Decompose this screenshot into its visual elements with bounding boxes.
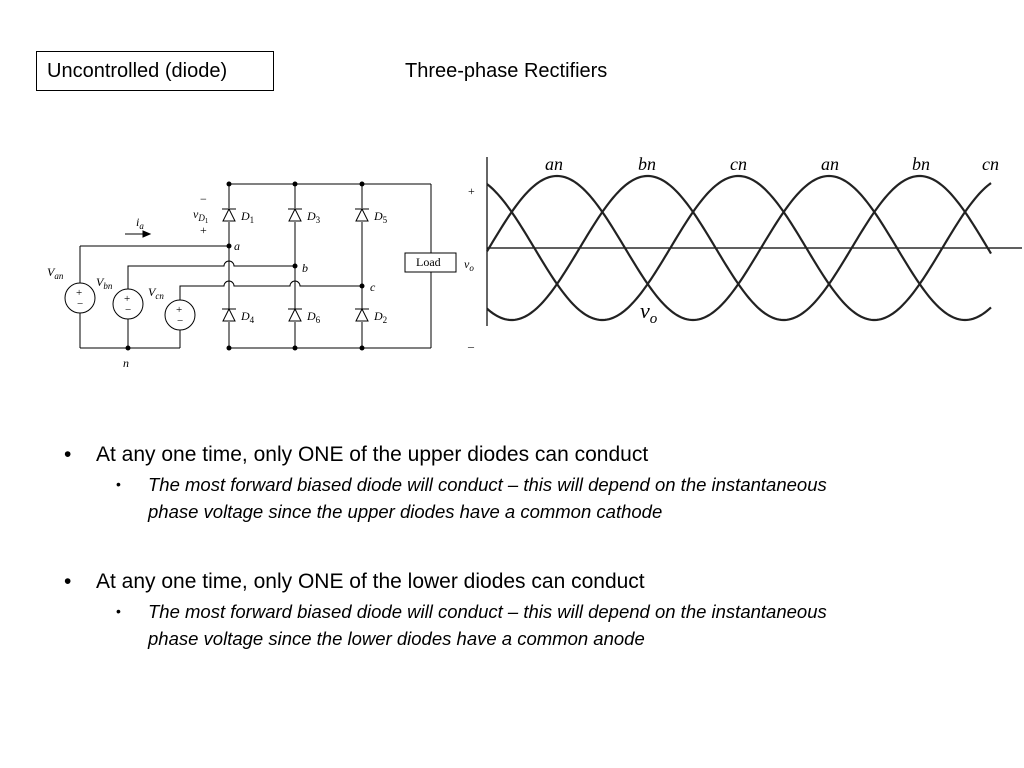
phase-cn-curve <box>486 174 992 322</box>
sub-bullet-line: The most forward biased diode will condu… <box>148 601 827 622</box>
label-d5: D5 <box>373 209 388 225</box>
waveform-minus: – <box>467 339 475 353</box>
label-ia: ia <box>136 215 144 231</box>
bullet-text: At any one time, only ONE of the upper d… <box>96 443 649 466</box>
figure-area: D1 D3 D5 D4 D6 D2 vD1 − + ia a b c n Van… <box>47 154 1022 370</box>
van-plus: + <box>76 287 82 299</box>
van-minus: − <box>77 298 83 310</box>
label-vd1: vD1 <box>193 207 209 225</box>
wave-label-an-1: an <box>545 154 563 174</box>
wave-label-an-2: an <box>821 154 839 174</box>
vcn-minus: − <box>177 315 183 327</box>
label-d2: D2 <box>373 309 387 325</box>
sub-bullet-marker: • <box>116 476 121 492</box>
load-label: Load <box>416 255 441 269</box>
sub-bullet-line: phase voltage since the upper diodes hav… <box>148 501 663 522</box>
sub-bullet-line: phase voltage since the lower diodes hav… <box>148 628 645 649</box>
topic-tag-text: Uncontrolled (diode) <box>47 60 228 82</box>
vcn-plus: + <box>176 304 182 316</box>
bullet-marker: • <box>64 443 72 466</box>
phase-curves <box>486 174 992 322</box>
waveform-plot: an bn cn an bn cn + – vo <box>467 154 1022 353</box>
wave-label-bn-2: bn <box>912 154 930 174</box>
topic-tag: Uncontrolled (diode) <box>36 51 274 91</box>
diode-d2 <box>355 307 369 322</box>
waveform-vo-label: vo <box>640 298 658 327</box>
node-c: c <box>370 280 376 294</box>
vd1-minus: − <box>200 192 207 206</box>
node-b: b <box>302 261 308 275</box>
diode-d4 <box>222 307 236 322</box>
node-a: a <box>234 239 240 253</box>
label-d6: D6 <box>306 309 321 325</box>
diode-d1 <box>222 207 236 222</box>
diode-d5 <box>355 207 369 222</box>
phase-bn-curve <box>486 174 992 322</box>
wave-label-bn-1: bn <box>638 154 656 174</box>
label-van: Van <box>47 265 64 281</box>
slide-title: Three-phase Rectifiers <box>405 60 608 82</box>
sub-bullet-line: The most forward biased diode will condu… <box>148 474 827 495</box>
vbn-minus: − <box>125 304 131 316</box>
bullet-item-1: • At any one time, only ONE of the upper… <box>64 442 649 468</box>
node-n: n <box>123 356 129 370</box>
wave-label-cn-2: cn <box>982 154 999 174</box>
bullet-marker: • <box>64 570 72 593</box>
wave-label-cn-1: cn <box>730 154 747 174</box>
waveform-plus: + <box>468 184 475 198</box>
diode-d3 <box>288 207 302 222</box>
diode-d6 <box>288 307 302 322</box>
vbn-plus: + <box>124 293 130 305</box>
vd1-plus: + <box>200 223 207 237</box>
bullet-item-2: • At any one time, only ONE of the lower… <box>64 569 645 595</box>
label-vo-circuit: vo <box>464 257 474 273</box>
label-d3: D3 <box>306 209 321 225</box>
circuit-nodes <box>125 181 365 351</box>
bullet-text: At any one time, only ONE of the lower d… <box>96 570 645 593</box>
sub-bullet-item-2: • The most forward biased diode will con… <box>116 598 948 652</box>
sub-bullet-marker: • <box>116 603 121 619</box>
label-vbn: Vbn <box>96 275 113 291</box>
label-d4: D4 <box>240 309 255 325</box>
label-d1: D1 <box>240 209 254 225</box>
rectifier-circuit <box>64 183 457 349</box>
sub-bullet-item-1: • The most forward biased diode will con… <box>116 471 948 525</box>
label-vcn: Vcn <box>148 285 164 301</box>
